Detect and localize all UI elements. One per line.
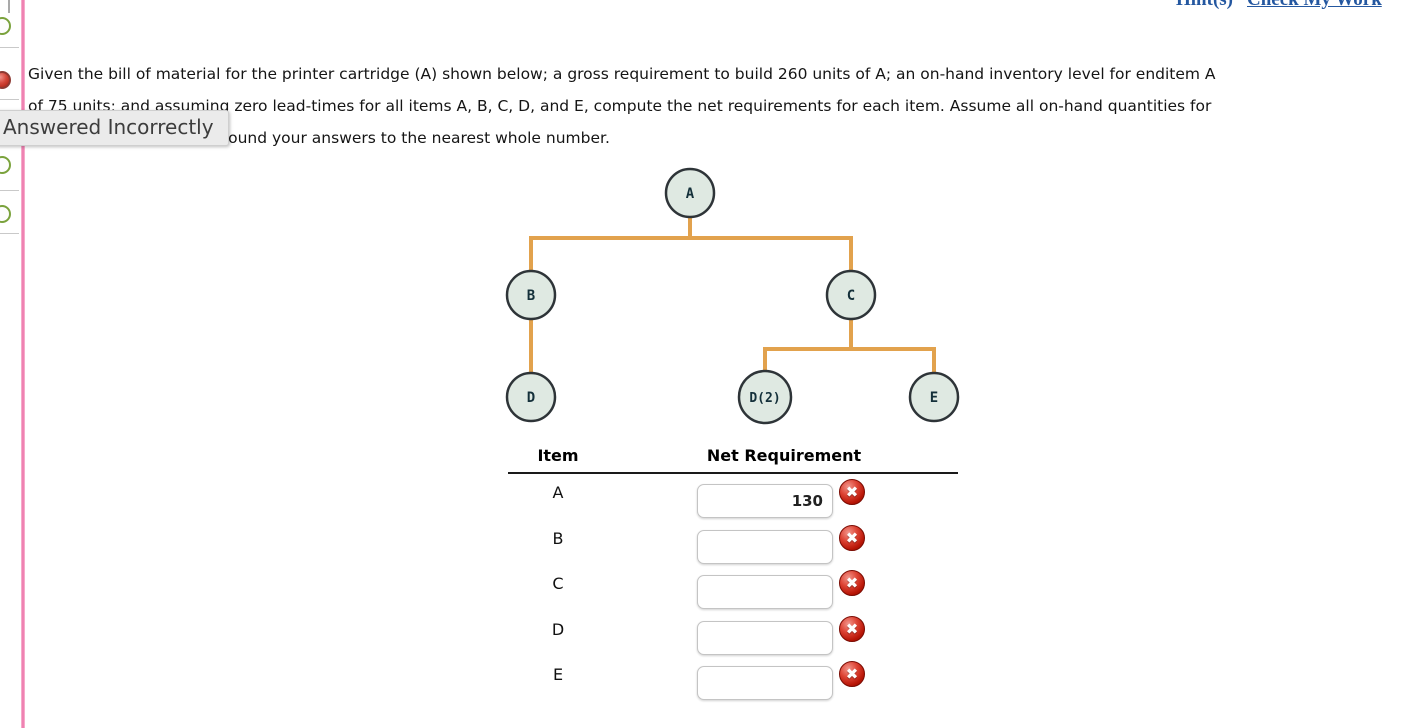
bom-node-d: D <box>505 371 557 423</box>
bom-node-e: E <box>908 371 960 423</box>
table-header-rule <box>508 472 958 474</box>
question-text-line1: Given the bill of material for the print… <box>28 65 1216 83</box>
net-requirement-input-d[interactable] <box>697 621 833 655</box>
bom-node-d2: D(2) <box>737 369 793 425</box>
table-row: A ✖ <box>0 479 900 519</box>
incorrect-icon: ✖ <box>839 525 865 551</box>
node-label: E <box>930 390 938 406</box>
net-requirement-input-a[interactable] <box>697 484 833 518</box>
node-label: A <box>686 186 695 202</box>
rail-divider <box>0 190 19 191</box>
node-circle <box>908 371 960 423</box>
table-row: E ✖ <box>0 661 900 701</box>
rail-divider-top <box>8 0 10 13</box>
question-status-correct-icon[interactable] <box>0 205 11 223</box>
table-row: C ✖ <box>0 570 900 610</box>
item-label: B <box>552 529 564 548</box>
net-requirement-input-b[interactable] <box>697 530 833 564</box>
item-label: D <box>551 620 565 639</box>
node-circle <box>505 371 557 423</box>
question-status-rail <box>0 0 21 728</box>
question-status-correct-icon[interactable] <box>0 156 11 174</box>
table-row: D ✖ <box>0 616 900 656</box>
node-label: C <box>847 288 855 304</box>
top-action-links: Hint(s) Check My Work <box>1176 0 1382 11</box>
table-row: B ✖ <box>0 525 900 565</box>
column-header-net-requirement: Net Requirement <box>706 446 862 465</box>
question-status-incorrect-icon[interactable] <box>0 71 11 89</box>
net-requirement-input-c[interactable] <box>697 575 833 609</box>
item-label: E <box>552 665 564 684</box>
bom-node-c: C <box>825 269 877 321</box>
question-text-line2: of 75 units; and assuming zero lead-time… <box>28 97 1212 115</box>
column-header-item: Item <box>537 446 579 465</box>
bom-node-b: B <box>505 269 557 321</box>
rail-divider <box>0 233 19 234</box>
incorrect-icon: ✖ <box>839 661 865 687</box>
rail-divider <box>0 99 19 100</box>
node-label: D(2) <box>749 391 780 406</box>
node-label: D <box>527 390 535 406</box>
question-text-line3: all other items are zero. Round your ans… <box>28 129 610 147</box>
node-circle <box>825 269 877 321</box>
bom-node-a: A <box>664 167 716 219</box>
node-circle <box>737 369 793 425</box>
item-label: C <box>552 574 564 593</box>
incorrect-icon: ✖ <box>839 616 865 642</box>
node-circle <box>664 167 716 219</box>
node-label: B <box>527 288 535 304</box>
active-question-indicator <box>21 0 25 728</box>
rail-divider <box>0 47 19 48</box>
hints-link[interactable]: Hint(s) <box>1176 0 1233 11</box>
incorrect-icon: ✖ <box>839 570 865 596</box>
net-requirement-input-e[interactable] <box>697 666 833 700</box>
incorrect-icon: ✖ <box>839 479 865 505</box>
item-label: A <box>552 483 564 502</box>
answered-incorrectly-tooltip: Answered Incorrectly <box>0 110 229 146</box>
node-circle <box>505 269 557 321</box>
check-my-work-link[interactable]: Check My Work <box>1247 0 1382 11</box>
question-status-correct-icon[interactable] <box>0 17 11 35</box>
